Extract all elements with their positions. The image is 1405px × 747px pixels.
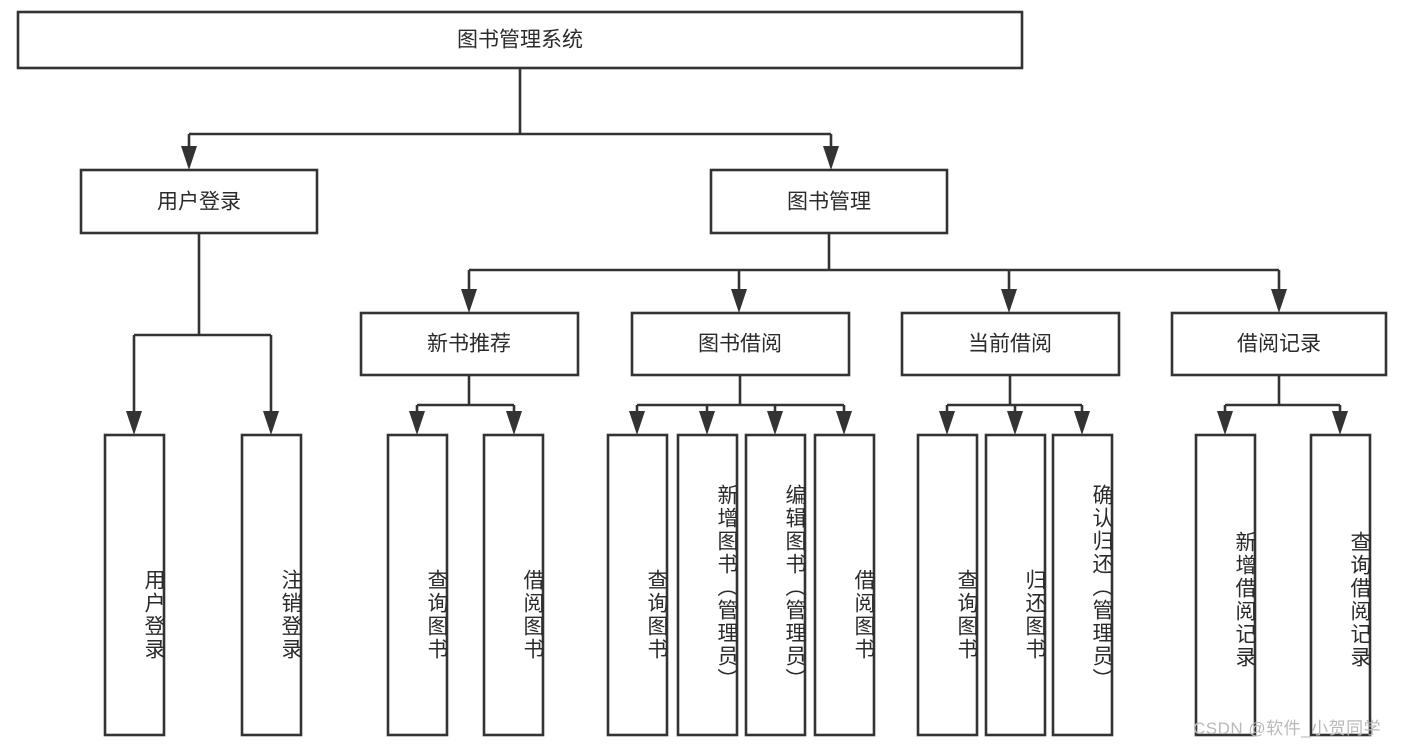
connector-borrow-record-to-leaves [1217,375,1348,435]
leaf-box-add-book-admin[interactable] [676,433,739,737]
arrow-head-icon [409,411,425,435]
connector-current-borrow-to-leaves [939,375,1090,435]
leaf-box-query-book-recommend[interactable] [386,433,449,737]
arrow-head-icon [506,411,522,435]
arrow-head-icon [461,289,477,313]
csdn-watermark: CSDN @软件_小贺同学 [1193,719,1382,738]
node-current-borrow[interactable]: 当前借阅 [900,311,1121,377]
node-user-login[interactable]: 用户登录 [79,168,319,235]
leaf-box-query-book-borrow[interactable] [606,433,669,737]
arrow-head-icon [823,146,839,170]
connector-book-borrow-to-leaves [629,375,852,435]
node-book-borrow[interactable]: 图书借阅 [630,311,851,377]
node-current-borrow-box[interactable] [900,311,1121,377]
node-root-box[interactable] [16,10,1024,70]
arrow-head-icon [629,411,645,435]
node-current-borrow-label: 当前借阅 [968,333,1052,356]
connector-root-to-level2 [181,68,839,170]
node-new-book-recommend[interactable]: 新书推荐 [359,311,580,377]
arrow-head-icon [836,411,852,435]
node-book-management-label: 图书管理 [787,191,871,214]
node-borrow-record[interactable]: 借阅记录 [1170,311,1388,377]
node-user-login-box[interactable] [79,168,319,235]
arrow-head-icon [181,146,197,170]
leaf-box-borrow-book-recommend[interactable] [482,433,545,737]
arrow-head-icon [731,289,747,313]
arrow-head-icon [939,411,955,435]
leaf-box-confirm-return-admin[interactable] [1051,433,1114,737]
leaf-box-logout[interactable] [240,433,303,737]
arrow-head-icon [1074,411,1090,435]
connector-book-management-to-level3 [461,233,1287,313]
node-root-label: 图书管理系统 [457,29,583,52]
connector-user-login-to-leaves [126,233,279,435]
leaf-box-return-book[interactable] [984,433,1047,737]
leaf-box-query-borrow-record[interactable] [1309,433,1372,737]
arrow-head-icon [263,411,279,435]
arrow-head-icon [1271,289,1287,313]
node-new-book-recommend-box[interactable] [359,311,580,377]
leaf-box-edit-book-admin[interactable] [744,433,807,737]
leaf-box-user-login[interactable] [103,433,166,737]
leaf-box-borrow-book[interactable] [813,433,876,737]
leaf-box-add-borrow-record[interactable] [1194,433,1257,737]
node-user-login-label: 用户登录 [157,191,241,214]
arrow-head-icon [1007,411,1023,435]
node-book-borrow-label: 图书借阅 [698,333,782,356]
arrow-head-icon [699,411,715,435]
connector-new-book-recommend-to-leaves [409,375,522,435]
arrow-head-icon [767,411,783,435]
node-root[interactable]: 图书管理系统 [16,10,1024,70]
node-borrow-record-label: 借阅记录 [1237,333,1321,356]
node-book-management[interactable]: 图书管理 [709,168,949,235]
leaf-box-query-book-current[interactable] [916,433,979,737]
arrow-head-icon [126,411,142,435]
arrow-head-icon [1332,411,1348,435]
arrow-head-icon [1217,411,1233,435]
node-new-book-recommend-label: 新书推荐 [427,333,511,356]
arrow-head-icon [1001,289,1017,313]
